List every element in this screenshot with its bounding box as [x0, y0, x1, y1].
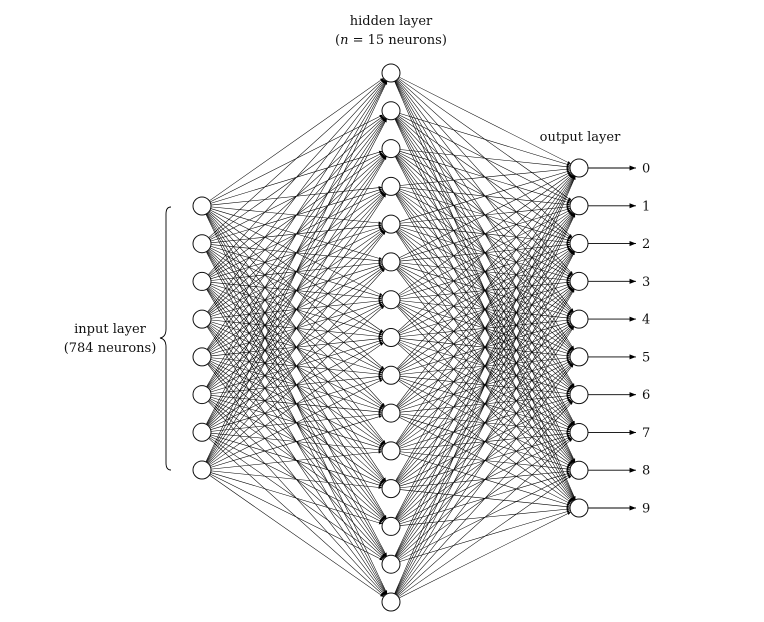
edge-hidden-14-to-output-2	[394, 251, 576, 595]
input-layer-brace	[159, 206, 172, 471]
input-neuron-1	[192, 234, 212, 254]
edge-input-1-to-hidden-0	[208, 78, 385, 238]
output-label-2: 2	[642, 237, 650, 252]
hidden-neuron-8	[381, 365, 401, 385]
edge-hidden-14-to-output-1	[394, 213, 576, 594]
edge-hidden-3-to-output-0	[399, 167, 571, 186]
edge-hidden-6-to-output-0	[398, 172, 572, 295]
input-layer-title: input layer	[74, 322, 147, 337]
hidden-neuron-9	[381, 403, 401, 423]
edge-input-7-to-hidden-14	[209, 474, 384, 598]
edge-input-7-to-hidden-3	[206, 193, 387, 463]
output-neuron-9	[569, 498, 589, 518]
output-label-9: 9	[642, 502, 650, 517]
output-label-1: 1	[642, 199, 650, 214]
edge-input-7-to-hidden-9	[210, 415, 383, 468]
edge-hidden-7-to-output-0	[397, 173, 573, 332]
edge-hidden-8-to-output-0	[396, 174, 574, 369]
edge-hidden-14-to-output-9	[398, 511, 572, 599]
output-label-0: 0	[642, 162, 650, 177]
neurons	[192, 63, 589, 612]
input-neuron-4	[192, 347, 212, 367]
hidden-layer-title: hidden layer	[350, 14, 433, 29]
hidden-neuron-0	[381, 63, 401, 83]
output-neuron-6	[569, 385, 589, 405]
edge-input-2-to-hidden-0	[207, 79, 386, 275]
hidden-neuron-6	[381, 290, 401, 310]
edge-hidden-14-to-output-8	[398, 475, 572, 598]
hidden-neuron-12	[381, 516, 401, 536]
hidden-neuron-1	[381, 101, 401, 121]
edge-hidden-9-to-output-0	[396, 174, 574, 407]
edge-hidden-14-to-output-5	[396, 363, 574, 596]
hidden-neuron-13	[381, 554, 401, 574]
output-arrows: 0 1 2 3 4 5 6 7 8 9	[588, 162, 650, 517]
output-neuron-0	[569, 158, 589, 178]
edge-hidden-13-to-output-0	[394, 176, 576, 557]
hidden-neuron-14	[381, 592, 401, 612]
edge-input-6-to-hidden-0	[205, 80, 388, 425]
hidden-layer-subtitle: (n = 15 neurons)	[335, 33, 447, 48]
output-label-6: 6	[642, 388, 650, 403]
output-label-8: 8	[642, 464, 650, 479]
hidden-neuron-4	[381, 214, 401, 234]
output-layer-title: output layer	[540, 130, 621, 145]
output-neuron-5	[569, 347, 589, 367]
edge-input-7-to-hidden-13	[209, 473, 384, 561]
edge-input-5-to-hidden-0	[206, 80, 387, 387]
edge-input-7-to-hidden-1	[205, 118, 388, 463]
output-neuron-7	[569, 422, 589, 442]
edge-input-7-to-hidden-8	[209, 379, 384, 467]
edge-hidden-5-to-output-0	[398, 171, 572, 259]
output-neuron-4	[569, 309, 589, 329]
hidden-neuron-7	[381, 328, 401, 347]
edge-input-7-to-hidden-0	[205, 81, 388, 462]
output-neuron-8	[569, 460, 589, 480]
edge-input-7-to-hidden-12	[210, 472, 383, 525]
edge-hidden-14-to-output-3	[395, 288, 575, 595]
edge-hidden-1-to-output-0	[399, 113, 571, 166]
hidden-neuron-3	[381, 176, 401, 196]
input-neuron-7	[192, 460, 212, 480]
edge-input-3-to-hidden-0	[207, 79, 386, 313]
edge-hidden-10-to-output-0	[395, 175, 575, 444]
edge-hidden-4-to-output-0	[399, 170, 571, 222]
input-neuron-5	[192, 385, 212, 405]
edge-hidden-14-to-output-6	[396, 401, 574, 596]
hidden-neuron-11	[381, 479, 401, 499]
output-label-7: 7	[642, 426, 650, 441]
connection-edges	[205, 76, 576, 599]
output-neuron-2	[569, 234, 589, 254]
edge-input-0-to-hidden-0	[209, 77, 384, 202]
edge-hidden-11-to-output-0	[395, 175, 575, 482]
edge-input-7-to-hidden-5	[207, 268, 386, 464]
output-neuron-3	[569, 271, 589, 291]
input-neuron-2	[192, 271, 212, 291]
edge-input-7-to-hidden-2	[206, 156, 387, 463]
output-label-3: 3	[642, 275, 650, 290]
output-label-5: 5	[642, 350, 650, 365]
edge-input-7-to-hidden-10	[210, 450, 383, 470]
input-neuron-0	[192, 196, 212, 216]
edge-input-7-to-hidden-6	[208, 305, 385, 465]
input-neuron-6	[192, 422, 212, 442]
edge-input-7-to-hidden-7	[209, 342, 384, 466]
edge-input-7-to-hidden-11	[210, 470, 383, 489]
edge-hidden-14-to-output-0	[394, 176, 576, 594]
input-neuron-3	[192, 309, 212, 329]
edge-hidden-14-to-output-4	[395, 326, 575, 595]
hidden-neuron-2	[381, 139, 401, 159]
edge-hidden-14-to-output-7	[397, 438, 573, 597]
edge-input-4-to-hidden-0	[206, 80, 387, 350]
output-label-4: 4	[642, 313, 650, 328]
edge-hidden-2-to-output-0	[399, 149, 571, 169]
hidden-neuron-5	[381, 252, 401, 272]
output-neuron-1	[569, 196, 589, 216]
hidden-neuron-10	[381, 441, 401, 461]
edge-input-7-to-hidden-4	[207, 231, 386, 464]
edge-hidden-12-to-output-0	[394, 175, 576, 519]
edge-hidden-0-to-output-0	[398, 76, 572, 165]
input-layer-subtitle: (784 neurons)	[64, 341, 157, 356]
